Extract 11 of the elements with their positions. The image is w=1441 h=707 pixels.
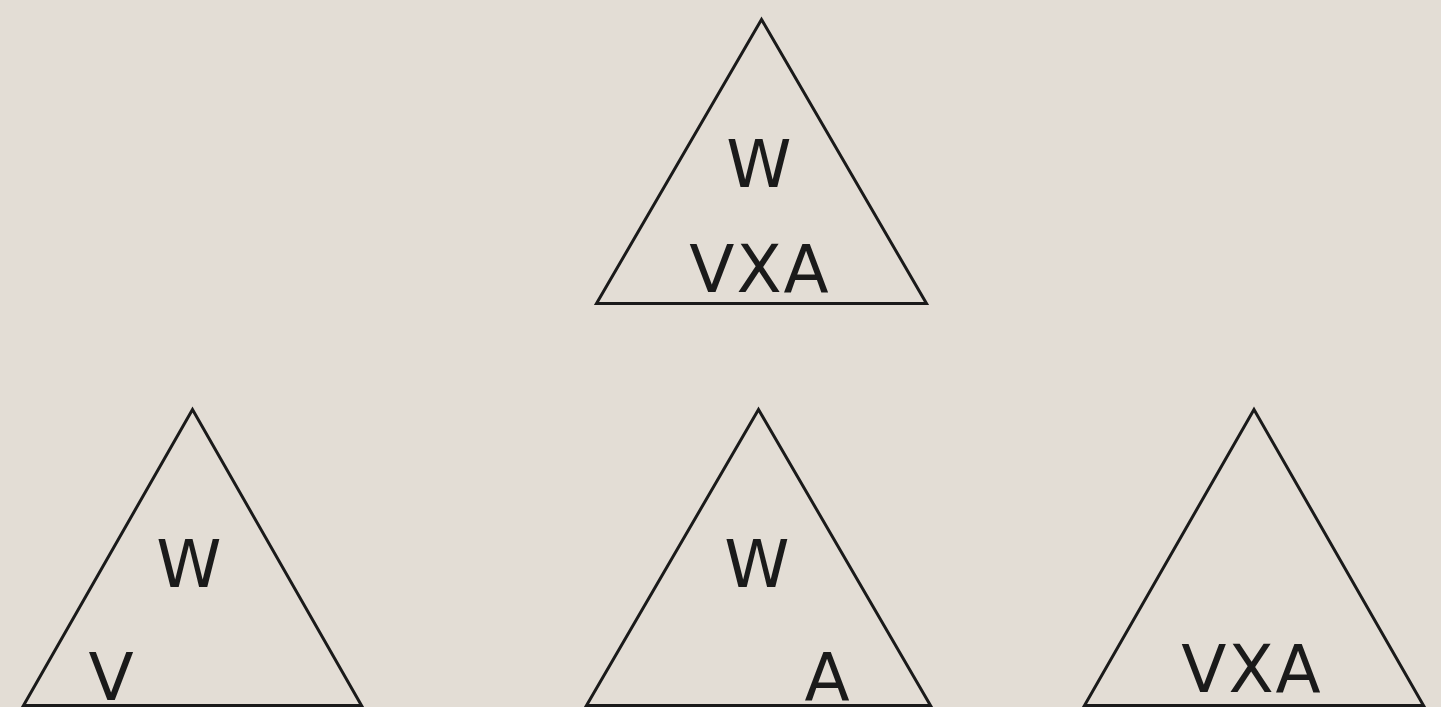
formula-text: V [88, 645, 136, 707]
formula-text: VXA [689, 237, 831, 303]
formula-text: VXA [1181, 637, 1323, 703]
triangle [1083, 408, 1425, 707]
formula-text: W [156, 532, 224, 598]
triangle [585, 408, 932, 707]
formula-text: A [804, 645, 852, 707]
triangle [595, 18, 928, 305]
formula-text: W [724, 532, 792, 598]
triangle [22, 408, 363, 707]
formula-text: W [726, 132, 794, 198]
